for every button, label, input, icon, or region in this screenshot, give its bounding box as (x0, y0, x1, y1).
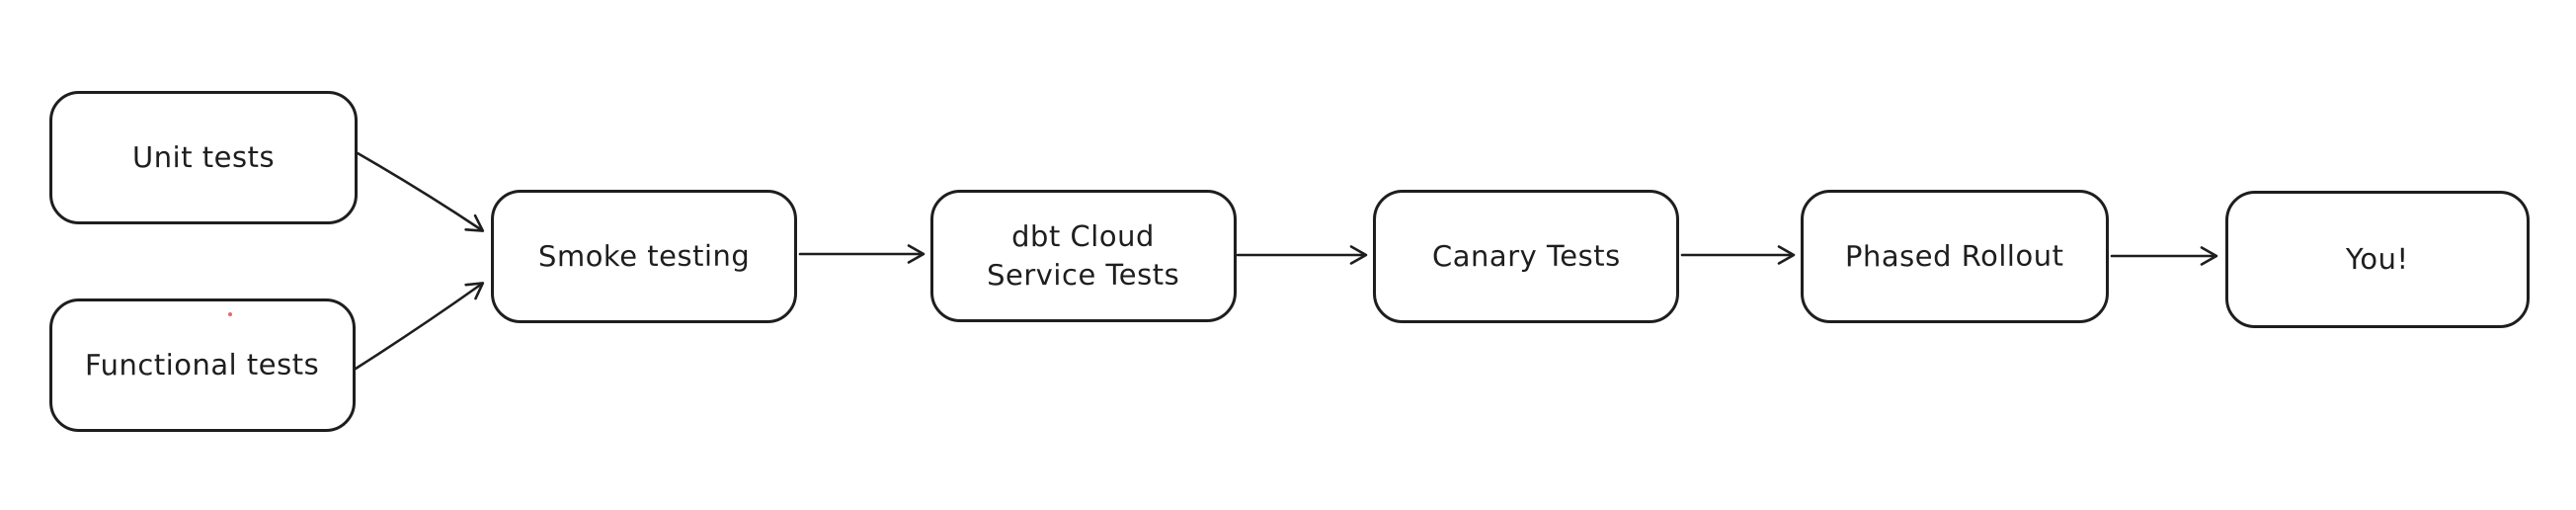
node-canary-tests-label: Canary Tests (1431, 238, 1621, 274)
stray-red-dot-artifact (228, 312, 232, 316)
node-functional-tests-label: Functional tests (85, 347, 320, 382)
node-you-label: You! (2346, 241, 2409, 277)
node-phased-rollout-label: Phased Rollout (1845, 238, 2064, 274)
node-canary-tests: Canary Tests (1373, 190, 1679, 323)
node-dbt-cloud-service-tests-label: dbt Cloud Service Tests (987, 218, 1180, 293)
node-you: You! (2225, 191, 2530, 328)
node-smoke-testing-label: Smoke testing (537, 238, 751, 274)
arrow-unit-tests-to-smoke-testing (356, 151, 485, 232)
node-functional-tests: Functional tests (49, 298, 356, 432)
node-dbt-cloud-service-tests: dbt Cloud Service Tests (930, 190, 1237, 322)
node-phased-rollout: Phased Rollout (1801, 190, 2109, 323)
node-unit-tests: Unit tests (49, 91, 358, 224)
node-unit-tests-label: Unit tests (131, 139, 276, 175)
node-smoke-testing: Smoke testing (491, 190, 797, 323)
arrow-functional-tests-to-smoke-testing (354, 282, 485, 371)
